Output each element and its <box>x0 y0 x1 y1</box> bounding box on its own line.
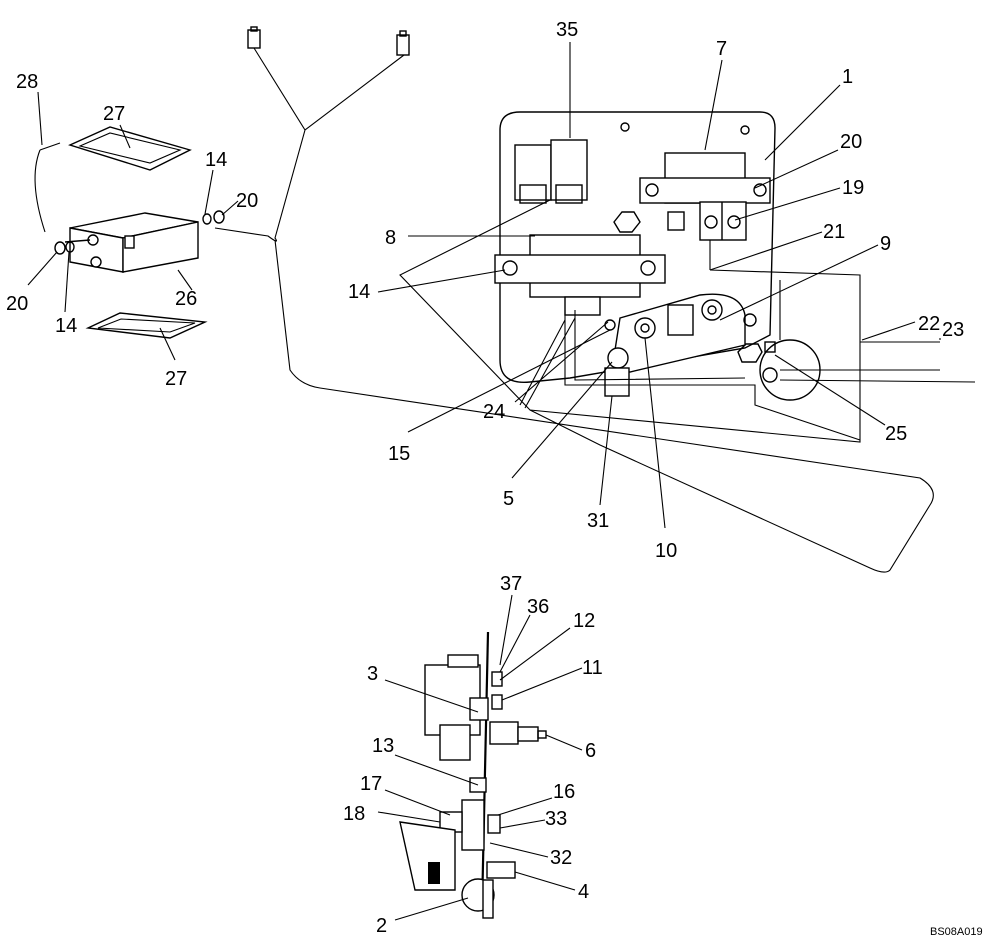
panel-wiring <box>399 199 976 443</box>
breaker-9-10 <box>604 293 757 373</box>
callout-15: 15 <box>388 443 410 465</box>
callout-25: 25 <box>885 423 907 445</box>
callout-numbers: 28 27 14 20 20 14 26 27 35 7 1 20 19 8 2… <box>6 19 964 937</box>
callout-4: 4 <box>578 881 589 903</box>
panel-plate-1 <box>499 111 776 384</box>
side-view-assembly <box>399 631 547 919</box>
callout-18: 18 <box>343 803 365 825</box>
callout-27-lower: 27 <box>165 368 187 390</box>
callout-32: 32 <box>550 847 572 869</box>
callout-31: 31 <box>587 510 609 532</box>
harness-connectors <box>214 26 934 573</box>
wire-28 <box>34 142 61 233</box>
callout-6: 6 <box>585 740 596 762</box>
callout-2: 2 <box>376 915 387 937</box>
callout-16: 16 <box>553 781 575 803</box>
callout-14-panel: 14 <box>348 281 370 303</box>
callout-26: 26 <box>175 288 197 310</box>
callout-21: 21 <box>823 221 845 243</box>
callout-5: 5 <box>503 488 514 510</box>
callout-14-left: 14 <box>55 315 77 337</box>
callout-27-upper: 27 <box>103 103 125 125</box>
terminal-block-19 <box>699 201 747 241</box>
callout-8: 8 <box>385 227 396 249</box>
callout-7: 7 <box>716 38 727 60</box>
flasher-7 <box>639 152 771 231</box>
callout-28: 28 <box>16 71 38 93</box>
callout-20-panel: 20 <box>840 131 862 153</box>
relay-35 <box>514 139 588 204</box>
relay-26 <box>64 212 199 273</box>
callout-24: 24 <box>483 401 505 423</box>
leader-lines <box>27 42 941 921</box>
callout-33: 33 <box>545 808 567 830</box>
callout-20-right: 20 <box>236 190 258 212</box>
washers-relay <box>54 210 225 255</box>
module-8 <box>494 234 666 316</box>
callout-11: 11 <box>582 657 603 679</box>
drawing-code: BS08A019 <box>930 926 983 938</box>
callout-19: 19 <box>842 177 864 199</box>
callout-37: 37 <box>500 573 522 595</box>
callout-22: 22 <box>918 313 940 335</box>
callout-20-left: 20 <box>6 293 28 315</box>
callout-17: 17 <box>360 773 382 795</box>
callout-14-right: 14 <box>205 149 227 171</box>
callout-9: 9 <box>880 233 891 255</box>
callout-3: 3 <box>367 663 378 685</box>
socket-31 <box>604 347 630 397</box>
callout-12: 12 <box>573 610 595 632</box>
callout-35: 35 <box>556 19 578 41</box>
callout-1: 1 <box>842 66 853 88</box>
callout-13: 13 <box>372 735 394 757</box>
callout-23: 23 <box>942 319 964 341</box>
gasket-upper <box>68 126 192 171</box>
gasket-lower <box>85 312 208 339</box>
callout-36: 36 <box>527 596 549 618</box>
callout-10: 10 <box>655 540 677 562</box>
